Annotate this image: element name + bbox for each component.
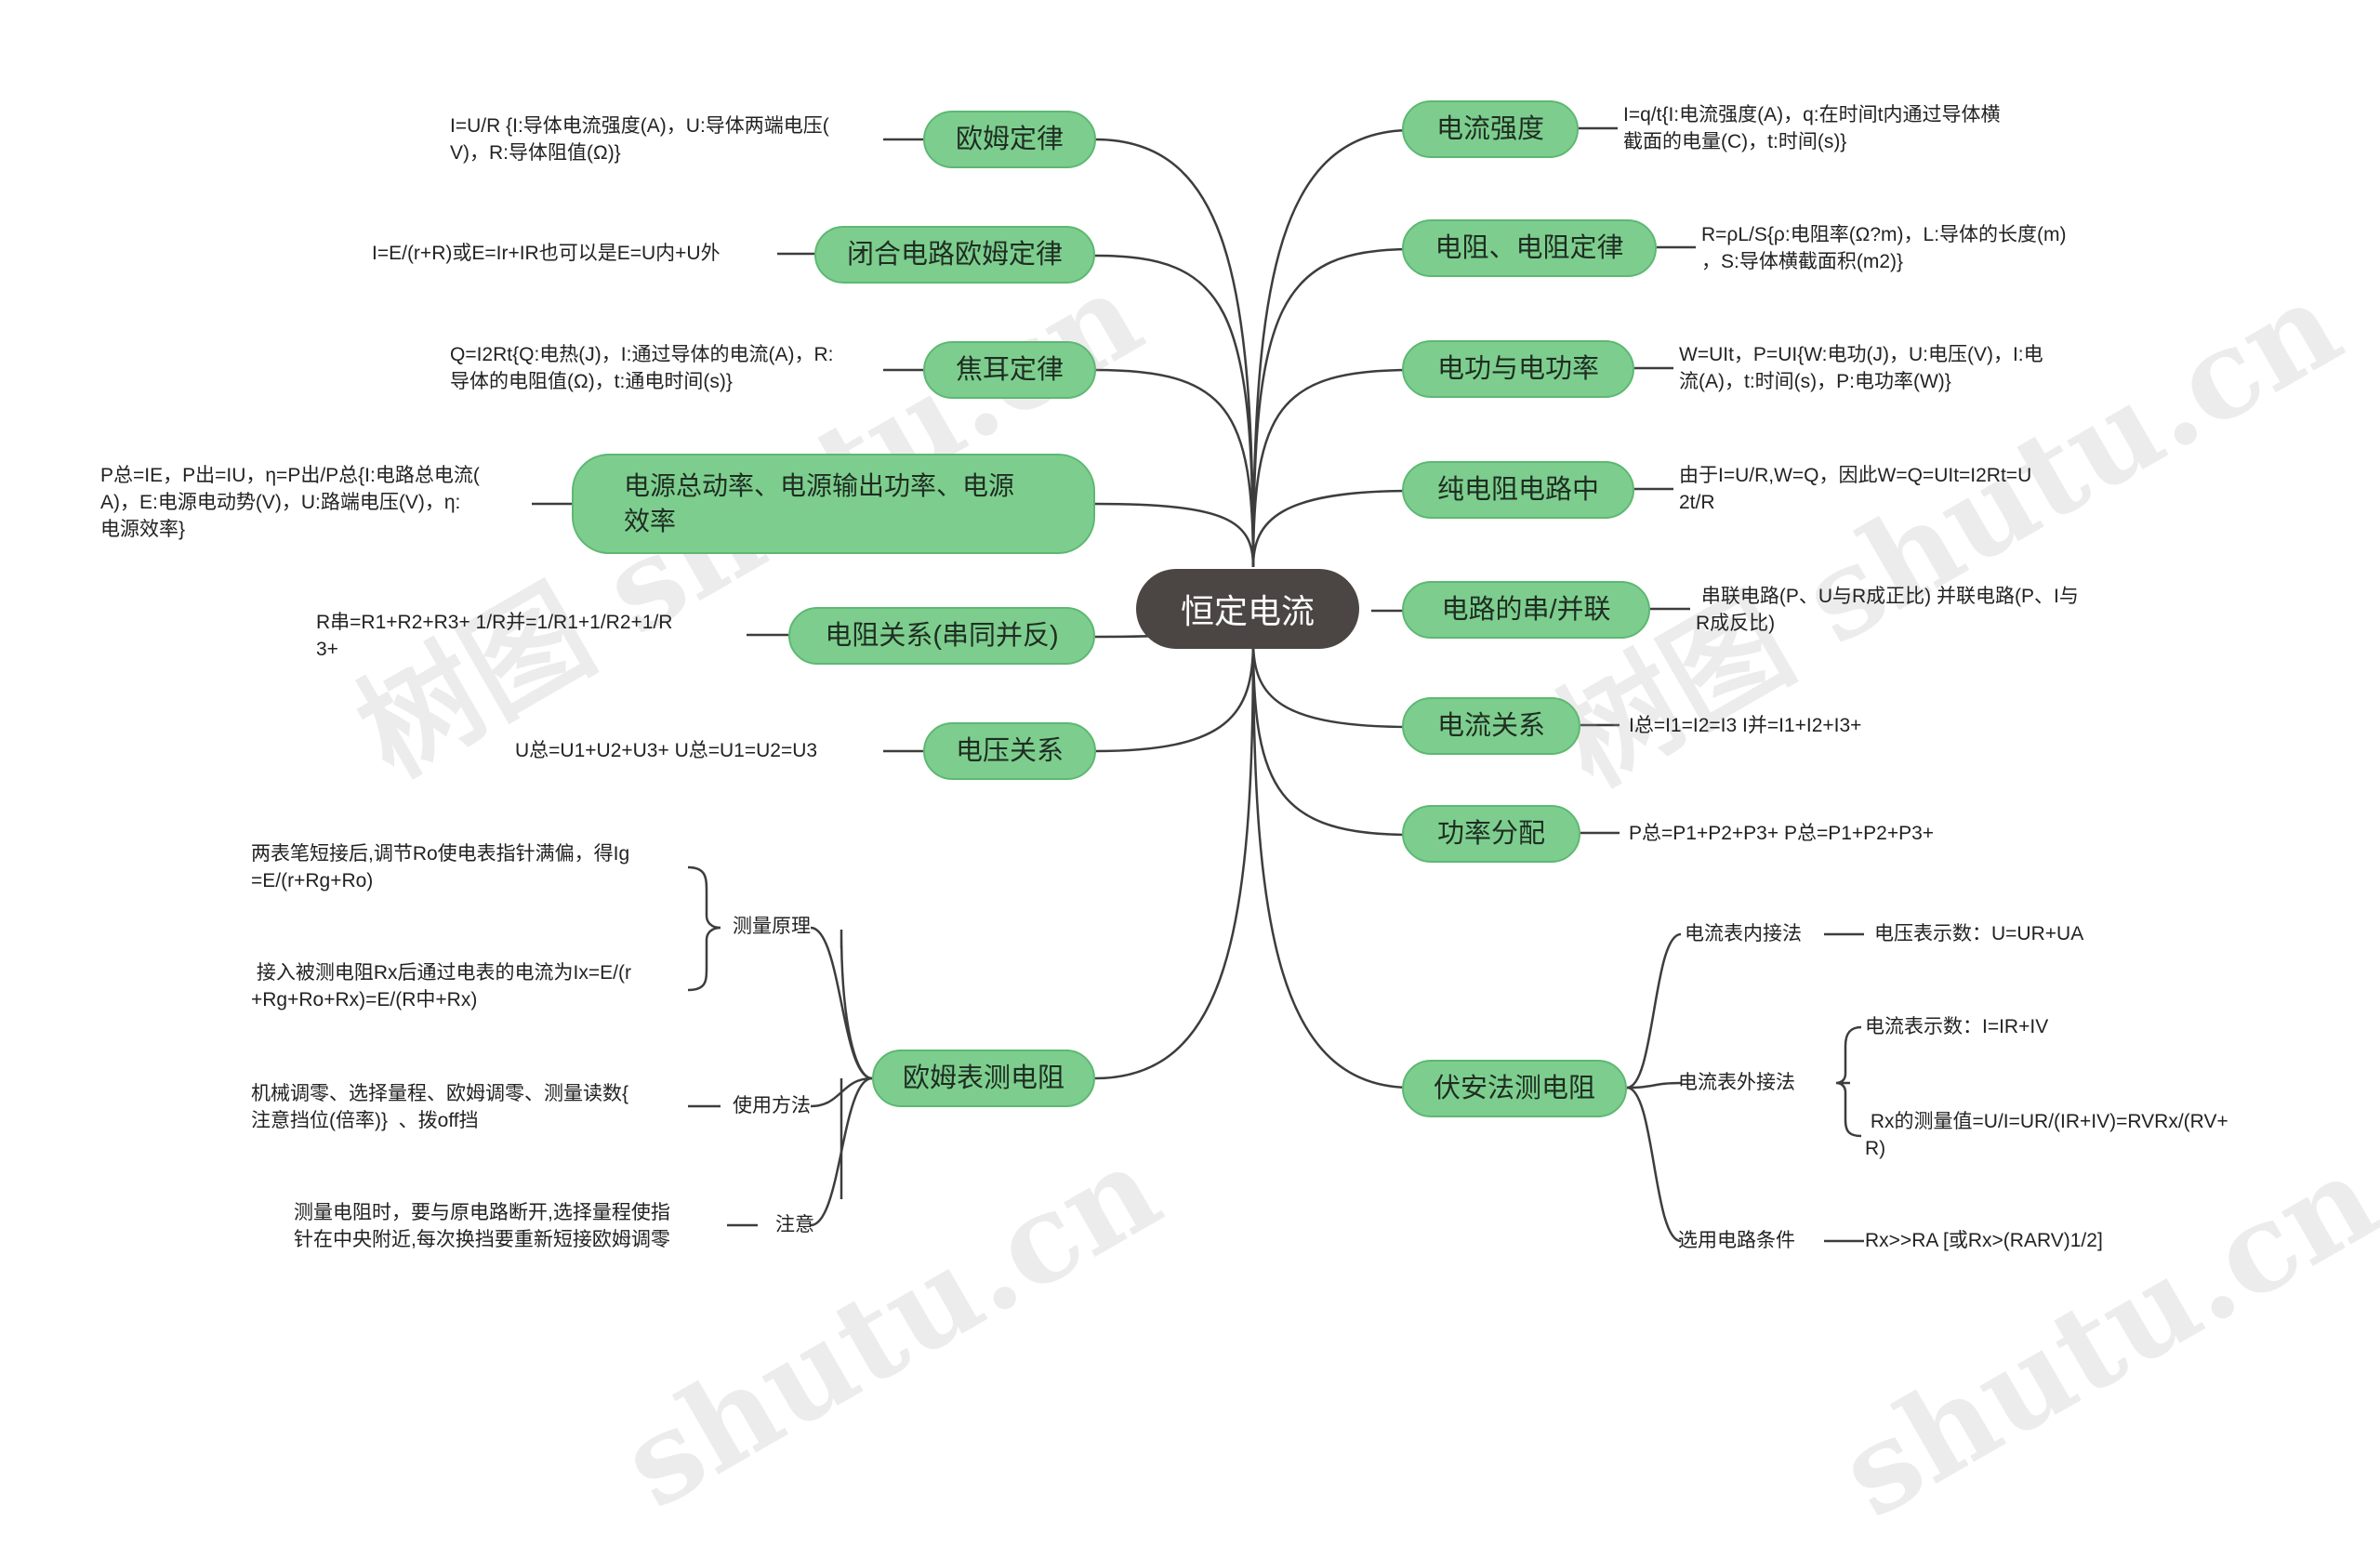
node-voltammeter[interactable]: 伏安法测电阻: [1402, 1060, 1627, 1117]
link-root-right-1: [1251, 128, 1412, 568]
node-label: 纯电阻电路中: [1436, 475, 1599, 505]
node-label: 焦耳定律: [955, 355, 1064, 385]
node-label: 欧姆表测电阻: [902, 1063, 1064, 1093]
detail-series-parallel: 串联电路(P、U与R成正比) 并联电路(P、I与 R成反比): [1696, 586, 2079, 634]
root-label: 恒定电流: [1180, 592, 1315, 630]
voltammeter-child-internal: 电流表内接法: [1685, 923, 1802, 944]
detail-closed-circuit-ohms-law: I=E/(r+R)或E=Ir+IR也可以是E=U内+U外: [372, 243, 721, 264]
voltammeter-child-external: 电流表外接法: [1678, 1072, 1795, 1093]
node-label: 闭合电路欧姆定律: [846, 240, 1063, 270]
detail-resistance-law: R=ρL/S{ρ:电阻率(Ω?m)，L:导体的长度(m) ，S:导体横截面积(m…: [1701, 224, 2067, 272]
link-root-left-7: [1094, 640, 1255, 1080]
voltammeter-detail-internal: 电压表示数：U=UR+UA: [1874, 923, 2084, 944]
link-volt-child-1: [1626, 932, 1682, 1089]
detail-pure-resistive-circuit: 由于I=U/R,W=Q，因此W=Q=UIt=I2Rt=U 2t/R: [1679, 465, 2032, 513]
node-closed-circuit-ohms-law[interactable]: 闭合电路欧姆定律: [814, 226, 1095, 284]
detail-power-efficiency: P总=IE，P出=IU，η=P出/P总{I:电路总电流( A)，E:电源电动势(…: [100, 465, 480, 540]
detail-voltage-relations: U总=U1+U2+U3+ U总=U1=U2=U3: [515, 740, 818, 761]
voltammeter-detail-conditions: Rx>>RA [或Rx>(RARV)1/2]: [1865, 1230, 2103, 1251]
link-root-right-4: [1251, 489, 1412, 568]
node-ohmmeter[interactable]: 欧姆表测电阻: [872, 1050, 1095, 1107]
detail-power-distribution: P总=P1+P2+P3+ P总=P1+P2+P3+: [1629, 823, 1935, 844]
node-voltage-relations[interactable]: 电压关系: [923, 722, 1096, 780]
voltammeter-child-conditions: 选用电路条件: [1678, 1230, 1795, 1251]
node-current-intensity[interactable]: 电流强度: [1402, 100, 1579, 158]
mind-map-canvas: 树图 shutu.cn 树图 shutu.cn shutu.cn shutu.c…: [100, 100, 2380, 1545]
link-volt-child-3: [1626, 1086, 1682, 1243]
link-root-right-3: [1251, 368, 1412, 568]
node-ohms-law[interactable]: 欧姆定律: [923, 111, 1096, 168]
detail-electric-work-power: W=UIt，P=UI{W:电功(J)，U:电压(V)，I:电 流(A)，t:时间…: [1679, 344, 2043, 392]
link-ohm-child-2: [810, 1076, 873, 1108]
node-series-parallel[interactable]: 电路的串/并联: [1402, 581, 1650, 639]
link-root-right-8: [1251, 640, 1412, 1089]
link-root-right-7: [1251, 640, 1412, 837]
link-root-left-4: [1094, 502, 1255, 568]
detail-resistance-relations: R串=R1+R2+R3+ 1/R并=1/R1+1/R2+1/R 3+: [316, 612, 673, 660]
ohmmeter-detail-notes: 测量电阻时，要与原电路断开,选择量程使指 针在中央附近,每次换挡要重新短接欧姆调…: [294, 1202, 670, 1250]
voltammeter-detail-external-2: Rx的测量值=U/I=UR/(IR+IV)=RVRx/(RV+ R): [1865, 1111, 2228, 1159]
node-pure-resistive-circuit[interactable]: 纯电阻电路中: [1402, 461, 1634, 519]
ohmmeter-detail-usage: 机械调零、选择量程、欧姆调零、测量读数{ 注意挡位(倍率)} 、拨off挡: [251, 1083, 629, 1131]
voltammeter-detail-external-1: 电流表示数：I=IR+IV: [1865, 1016, 2049, 1037]
node-label: 电源总动率、电源输出功率、电源 效率: [624, 471, 1015, 535]
ohmmeter-child-principle: 测量原理: [733, 916, 811, 937]
node-electric-work-power[interactable]: 电功与电功率: [1402, 340, 1634, 398]
link-ohm-child-3: [810, 1076, 873, 1227]
detail-ohms-law: I=U/R {I:导体电流强度(A)，U:导体两端电压( V)，R:导体阻值(Ω…: [450, 115, 829, 164]
node-label: 电阻关系(串同并反): [825, 621, 1059, 651]
node-label: 电压关系: [955, 736, 1064, 766]
link-volt-child-2: [1626, 1081, 1682, 1089]
bracket-ohm-1: [687, 865, 721, 992]
node-label: 电功与电功率: [1436, 354, 1599, 384]
link-ohm-child-1: [810, 926, 873, 1080]
ohmmeter-child-notes: 注意: [775, 1214, 814, 1235]
node-label: 电阻、电阻定律: [1435, 233, 1624, 263]
root-node[interactable]: 恒定电流: [1136, 569, 1359, 649]
node-resistance-law[interactable]: 电阻、电阻定律: [1402, 219, 1657, 277]
bracket-volt-2: [1835, 1025, 1862, 1138]
node-power-distribution[interactable]: 功率分配: [1402, 805, 1580, 863]
node-label: 伏安法测电阻: [1433, 1074, 1595, 1103]
node-power-efficiency[interactable]: 电源总动率、电源输出功率、电源 效率: [572, 454, 1095, 554]
ohmmeter-detail-principle-1: 两表笔短接后,调节Ro使电表指针满偏，得Ig =E/(r+Rg+Ro): [251, 843, 630, 891]
node-label: 电流关系: [1436, 711, 1545, 741]
detail-joules-law: Q=I2Rt{Q:电热(J)，I:通过导体的电流(A)，R: 导体的电阻值(Ω)…: [450, 344, 834, 392]
ohmmeter-child-usage: 使用方法: [733, 1095, 811, 1116]
node-joules-law[interactable]: 焦耳定律: [923, 341, 1096, 399]
link-root-left-3: [1094, 368, 1255, 568]
node-current-relations[interactable]: 电流关系: [1402, 697, 1580, 755]
node-label: 功率分配: [1436, 819, 1545, 849]
detail-current-intensity: I=q/t{I:电流强度(A)，q:在时间t内通过导体横 截面的电量(C)，t:…: [1623, 104, 2001, 152]
node-resistance-relations[interactable]: 电阻关系(串同并反): [788, 607, 1095, 665]
node-label: 电流强度: [1435, 114, 1544, 144]
connector-lines: [532, 126, 1864, 1243]
link-root-left-2: [1094, 254, 1255, 568]
detail-current-relations: I总=I1=I2=I3 I并=I1+I2+I3+: [1629, 715, 1862, 736]
node-label: 欧姆定律: [955, 125, 1064, 154]
link-root-right-2: [1251, 247, 1412, 568]
link-root-left-6: [1094, 640, 1255, 753]
link-root-right-6: [1251, 640, 1412, 729]
node-label: 电路的串/并联: [1441, 595, 1611, 625]
ohmmeter-detail-principle-2: 接入被测电阻Rx后通过电表的电流为Ix=E/(r +Rg+Ro+Rx)=E/(R…: [251, 962, 631, 1010]
